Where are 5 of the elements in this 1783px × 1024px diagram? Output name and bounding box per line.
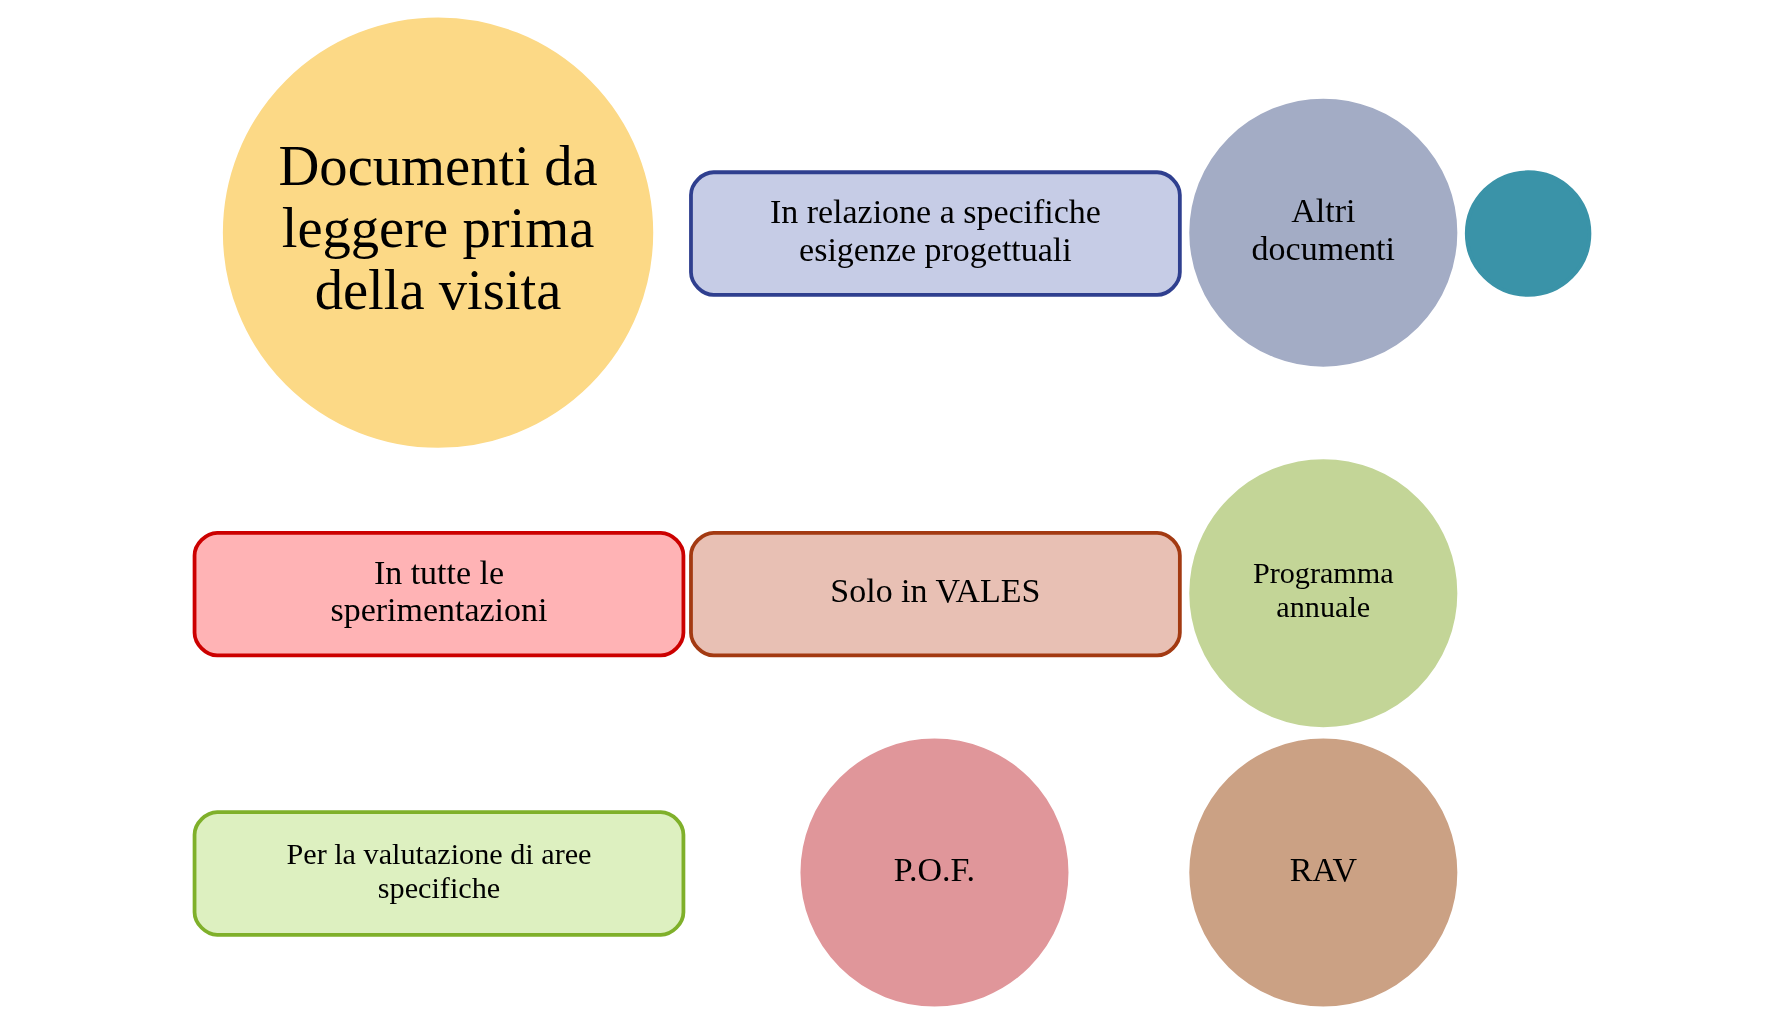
node-box: Per la valutazione di aree specifiche bbox=[192, 810, 685, 937]
node-box: Solo in VALES bbox=[688, 530, 1182, 658]
node-circle bbox=[1464, 170, 1591, 297]
node-box: In relazione a specifiche esigenze progettuali bbox=[688, 170, 1182, 297]
node-box: In tutte le sperimentazioni bbox=[192, 530, 685, 658]
